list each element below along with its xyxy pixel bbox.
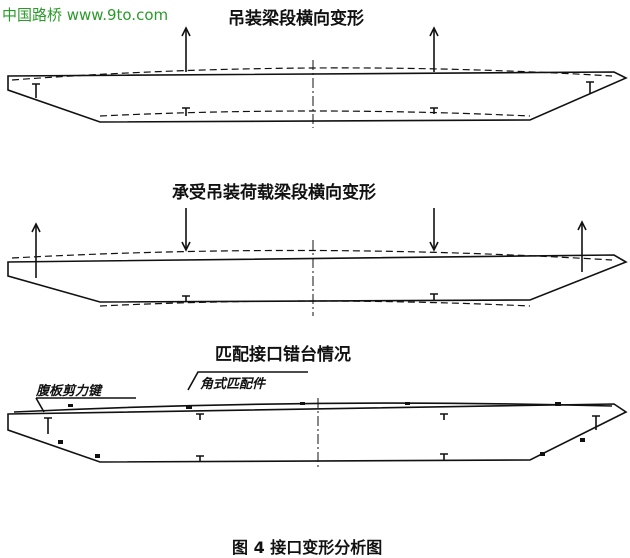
label-web-shear-key: 腹板剪力键 — [36, 384, 102, 399]
section-3 — [7, 371, 628, 470]
panel-1-title: 吊装梁段横向变形 — [228, 9, 364, 29]
label-corner-matching-piece: 角式匹配件 — [200, 377, 266, 392]
panel-2-title: 承受吊装荷载梁段横向变形 — [172, 183, 376, 203]
panel-3-title: 匹配接口错台情况 — [215, 345, 351, 365]
section-1 — [7, 26, 628, 128]
section-2 — [7, 208, 628, 316]
figure-caption: 图 4 接口变形分析图 — [232, 538, 383, 557]
watermark: 中国路桥 www.9to.com — [2, 6, 169, 24]
